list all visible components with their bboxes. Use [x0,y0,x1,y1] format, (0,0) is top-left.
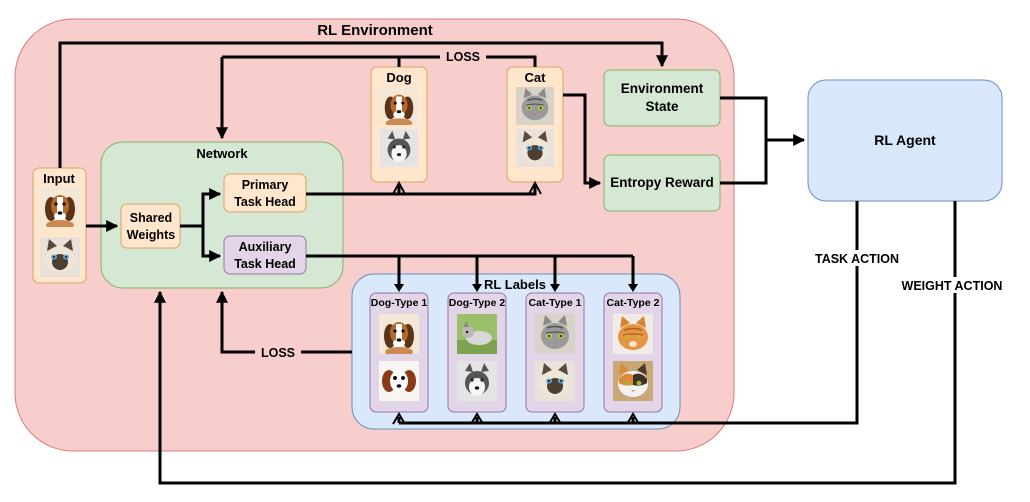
edge-bottom-loss [216,290,352,354]
auxiliary-head-label-1: Auxiliary [239,240,292,254]
arrowhead-label [628,284,638,292]
arrowhead-label [472,284,482,292]
arrowhead-label [394,284,404,292]
arrowhead-task-action [626,412,640,425]
label-photo [457,314,497,354]
loss-bottom-label-bg [255,345,301,360]
input-dog-photo [40,187,80,227]
primary-head-label-2: Task Head [234,195,296,209]
label-photo [613,314,653,354]
loss-bottom-label: LOSS [261,346,295,360]
edge-auxiliary-to-labels [306,254,635,289]
cat-class-label: Cat [525,70,547,85]
environment-state-label-1: Environment [621,81,704,96]
edge-shared-to-primary [180,188,222,228]
primary-head-label-1: Primary [242,178,289,192]
entropy-reward-label: Entropy Reward [610,175,714,190]
rl-agent-label: RL Agent [874,132,936,148]
network-title: Network [196,146,248,161]
label-photo [535,314,575,354]
label-photo [379,314,419,354]
cat-class-photo-2 [516,129,554,167]
weight-action-label: WEIGHT ACTION [902,279,1003,293]
arrowhead-task-action [470,412,484,425]
input-cat-photo [40,237,80,277]
label-photo [379,361,419,401]
edge-task-action [397,201,859,425]
arrowhead-dog [392,180,406,195]
rl-environment-title: RL Environment [317,22,433,39]
dog-class-label: Dog [386,70,411,85]
cat-class-photo-1 [515,87,555,125]
task-action-label-bg [805,250,909,266]
label-column-title: Cat-Type 2 [607,297,660,309]
environment-state-node [603,69,721,127]
arrowhead-label [550,284,560,292]
arrowhead-cat [528,180,542,195]
edge-weight-action [154,201,957,485]
rl-agent-node [807,79,1003,202]
environment-state-label-2: State [645,99,679,114]
task-action-label: TASK ACTION [815,252,899,266]
edge-env-state-to-agent [720,96,806,146]
loss-top-label-bg [440,49,486,64]
edge-cat-to-entropy [563,93,602,189]
dog-class-photo-2 [380,129,418,167]
label-photo [457,361,497,401]
label-column-title: Cat-Type 1 [529,297,582,309]
edge-shared-to-auxiliary [201,226,222,262]
label-column-title: Dog-Type 1 [371,297,428,309]
edge-input-to-env-state [58,41,668,168]
label-photo [535,361,575,401]
shared-weights-label-1: Shared [130,211,172,225]
weight-action-label-bg [890,277,1014,293]
shared-weights-label-2: Weights [127,228,175,242]
dog-class-photo-1 [380,87,418,125]
loss-top-label: LOSS [446,50,480,64]
label-photo [613,361,653,401]
rl-labels-title: RL Labels [484,277,546,292]
edge-entropy-to-agent [720,140,768,185]
label-column-title: Dog-Type 2 [449,297,506,309]
arrowhead-task-action [548,412,562,425]
edge-primary-to-classes [306,185,537,196]
input-label: Input [43,171,75,186]
arrowhead-task-action [392,412,406,425]
auxiliary-head-label-2: Task Head [234,257,296,271]
